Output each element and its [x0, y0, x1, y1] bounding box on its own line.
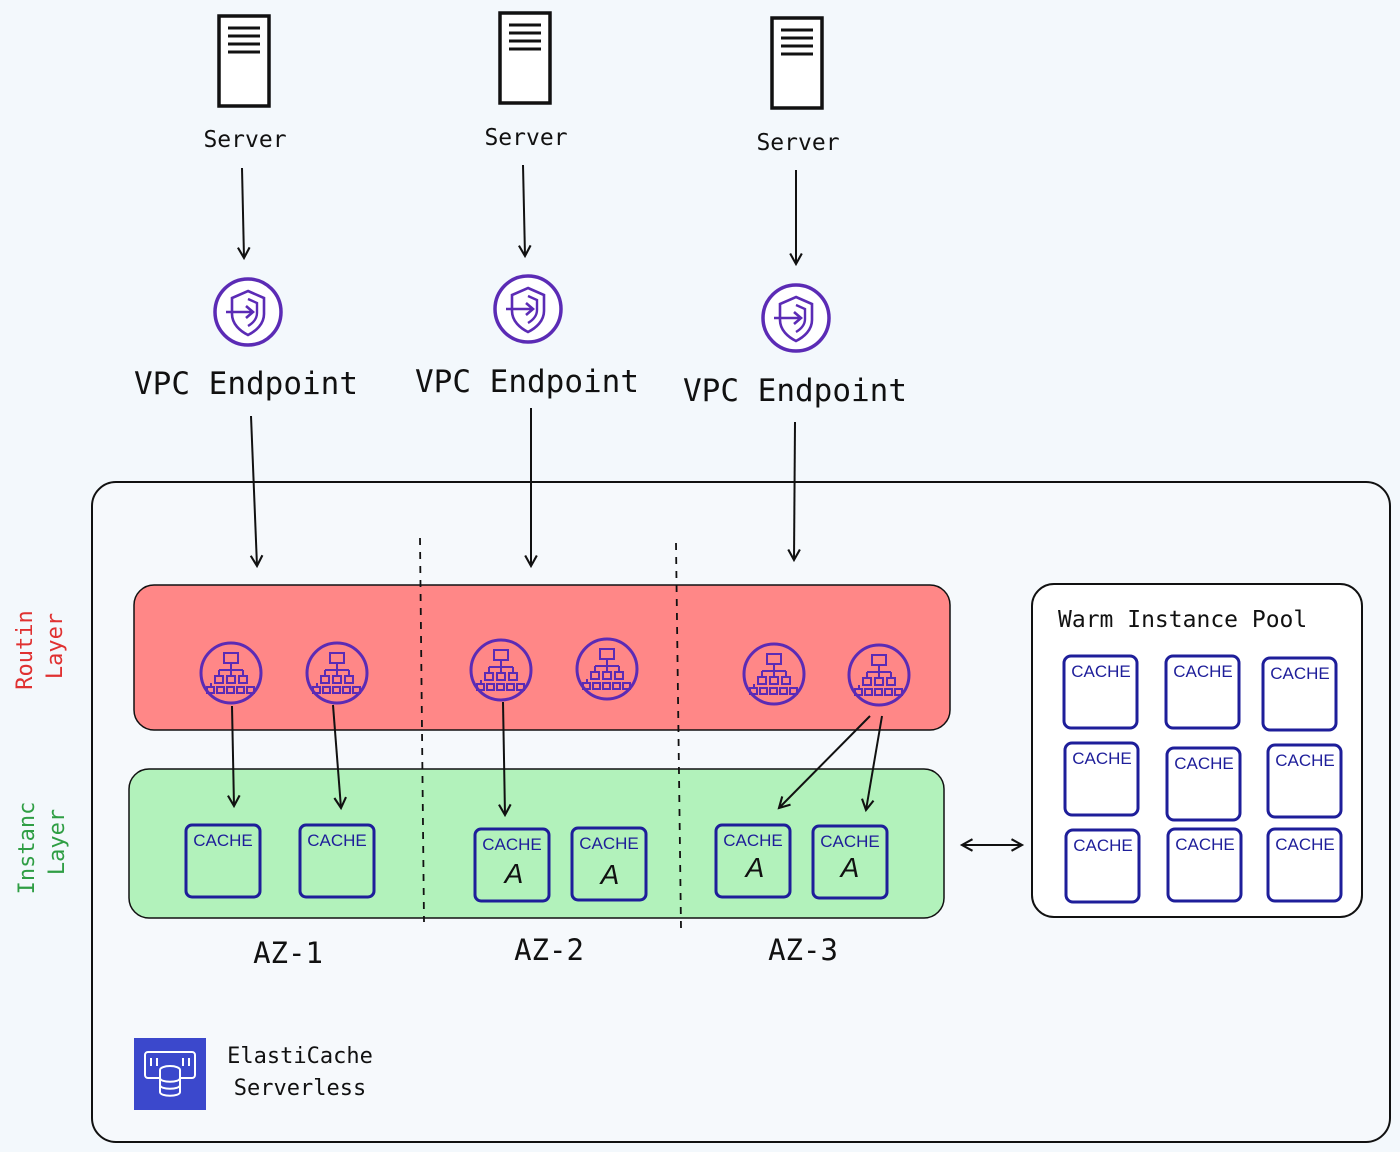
arrow-router-cache: [498, 701, 512, 818]
arrow-vpc1-routing: [249, 415, 264, 569]
warm-pool-cache: CACHE: [1064, 828, 1141, 904]
instance-cache-5: CACHE A: [714, 823, 792, 899]
server-label: Server: [203, 127, 286, 153]
cache-label: CACHE: [1175, 835, 1235, 854]
instance-layer-label: Instanc Layer: [15, 802, 70, 895]
server-label: Server: [484, 125, 567, 151]
cache-marker: A: [839, 852, 860, 883]
az-label: AZ-3: [768, 933, 838, 967]
cache-label: CACHE: [1275, 835, 1335, 854]
routing-layer-label-line1: Routin: [13, 610, 38, 689]
instance-layer-label-line1: Instanc: [15, 802, 40, 895]
server-icon: [217, 14, 271, 108]
instance-cache-4: CACHE A: [570, 826, 648, 902]
cache-label: CACHE: [820, 832, 880, 851]
server-3: Server: [756, 16, 840, 156]
arrow-router-cache: [861, 715, 883, 813]
vpc-endpoint-1: VPC Endpoint: [134, 277, 358, 402]
az-label: AZ-2: [514, 933, 584, 967]
az-label: AZ-1: [253, 936, 323, 970]
server-1: Server: [203, 14, 287, 153]
service-name-line1: ElastiCache: [227, 1044, 373, 1069]
warm-pool-cache: CACHE: [1261, 656, 1338, 732]
cache-label: CACHE: [1072, 749, 1132, 768]
cache-label: CACHE: [307, 831, 367, 850]
instance-layer: [128, 768, 945, 919]
cache-marker: A: [744, 852, 765, 883]
arrow-router-cache: [777, 715, 871, 810]
cache-marker: A: [599, 859, 620, 890]
cache-label: CACHE: [1275, 751, 1335, 770]
vpc-endpoint-2: VPC Endpoint: [415, 274, 639, 400]
warm-pool-cache: CACHE: [1062, 654, 1139, 730]
cache-label: CACHE: [1174, 754, 1234, 773]
warm-pool-cache: CACHE: [1164, 654, 1241, 730]
routing-layer-label: Routin Layer: [13, 610, 68, 689]
vpc-endpoint-icon: [493, 274, 563, 344]
arrow-server2-vpc2: [518, 164, 532, 259]
server-icon: [770, 16, 824, 110]
cache-label: CACHE: [193, 831, 253, 850]
instance-layer-label-line2: Layer: [45, 809, 70, 875]
vpc-endpoint-icon: [213, 277, 283, 347]
cache-label: CACHE: [579, 834, 639, 853]
vpc-endpoint-label: VPC Endpoint: [415, 364, 639, 400]
warm-instance-pool: [1031, 583, 1363, 918]
vpc-endpoint-label: VPC Endpoint: [134, 366, 358, 402]
cache-label: CACHE: [1073, 836, 1133, 855]
vpc-endpoint-icon: [761, 283, 831, 353]
cache-label: CACHE: [1173, 662, 1233, 681]
warm-pool-cache: CACHE: [1266, 743, 1343, 819]
warm-pool-title: Warm Instance Pool: [1058, 607, 1307, 633]
warm-pool-cache: CACHE: [1266, 827, 1343, 903]
instance-cache-2: CACHE: [298, 823, 376, 899]
instance-cache-1: CACHE: [184, 823, 262, 899]
arrow-vpc3-routing: [787, 421, 801, 563]
cache-label: CACHE: [1270, 664, 1330, 683]
cache-marker: A: [503, 858, 524, 889]
instance-cache-6: CACHE A: [811, 824, 889, 900]
routing-layer-label-line2: Layer: [43, 613, 68, 679]
instance-cache-3: CACHE A: [473, 827, 551, 903]
service-name-line2: Serverless: [234, 1076, 366, 1101]
cache-label: CACHE: [482, 835, 542, 854]
vpc-endpoint-label: VPC Endpoint: [683, 373, 907, 409]
arrow-router-cache: [227, 705, 241, 809]
server-2: Server: [484, 11, 568, 151]
server-label: Server: [756, 130, 839, 156]
arrow-router-cache: [332, 704, 347, 811]
server-icon: [498, 11, 552, 105]
warm-pool-cache: CACHE: [1165, 746, 1242, 822]
arrow-server1-vpc1: [237, 167, 251, 261]
warm-pool-cache: CACHE: [1166, 827, 1243, 903]
cache-label: CACHE: [723, 831, 783, 850]
vpc-endpoint-3: VPC Endpoint: [683, 283, 907, 409]
cache-label: CACHE: [1071, 662, 1131, 681]
warm-pool-cache: CACHE: [1063, 741, 1140, 817]
elasticache-logo: [134, 1038, 206, 1110]
